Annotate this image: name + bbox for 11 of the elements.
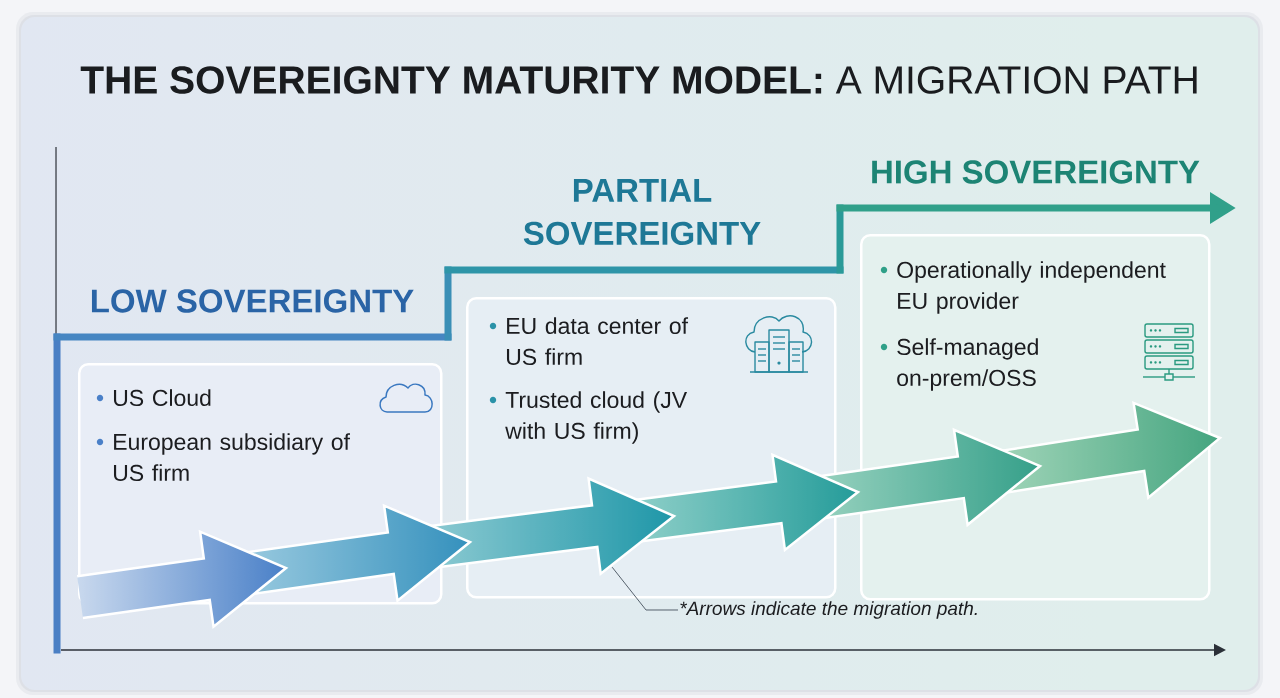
title: THE SOVEREIGNTY MATURITY MODEL: A MIGRATION PATH <box>80 66 1197 94</box>
stage-heading: PARTIAL SOVEREIGNTY <box>523 179 761 245</box>
bullet-text: Self-managed on-prem/OSS <box>897 338 1038 391</box>
bullet-text: EU data center of US firm <box>507 317 688 366</box>
bullet-text: Operationally independent EU provider <box>897 261 1166 314</box>
stage-heading: LOW SOVEREIGNTY <box>91 289 414 313</box>
stage-heading: HIGH SOVEREIGNTY <box>872 160 1200 184</box>
bullet-text: European subsidiary of US firm <box>114 433 350 482</box>
bullet-text: US Cloud <box>114 389 211 407</box>
bullet-text: Trusted cloud (JV with US firm) <box>505 391 687 444</box>
leader-line <box>611 566 679 611</box>
